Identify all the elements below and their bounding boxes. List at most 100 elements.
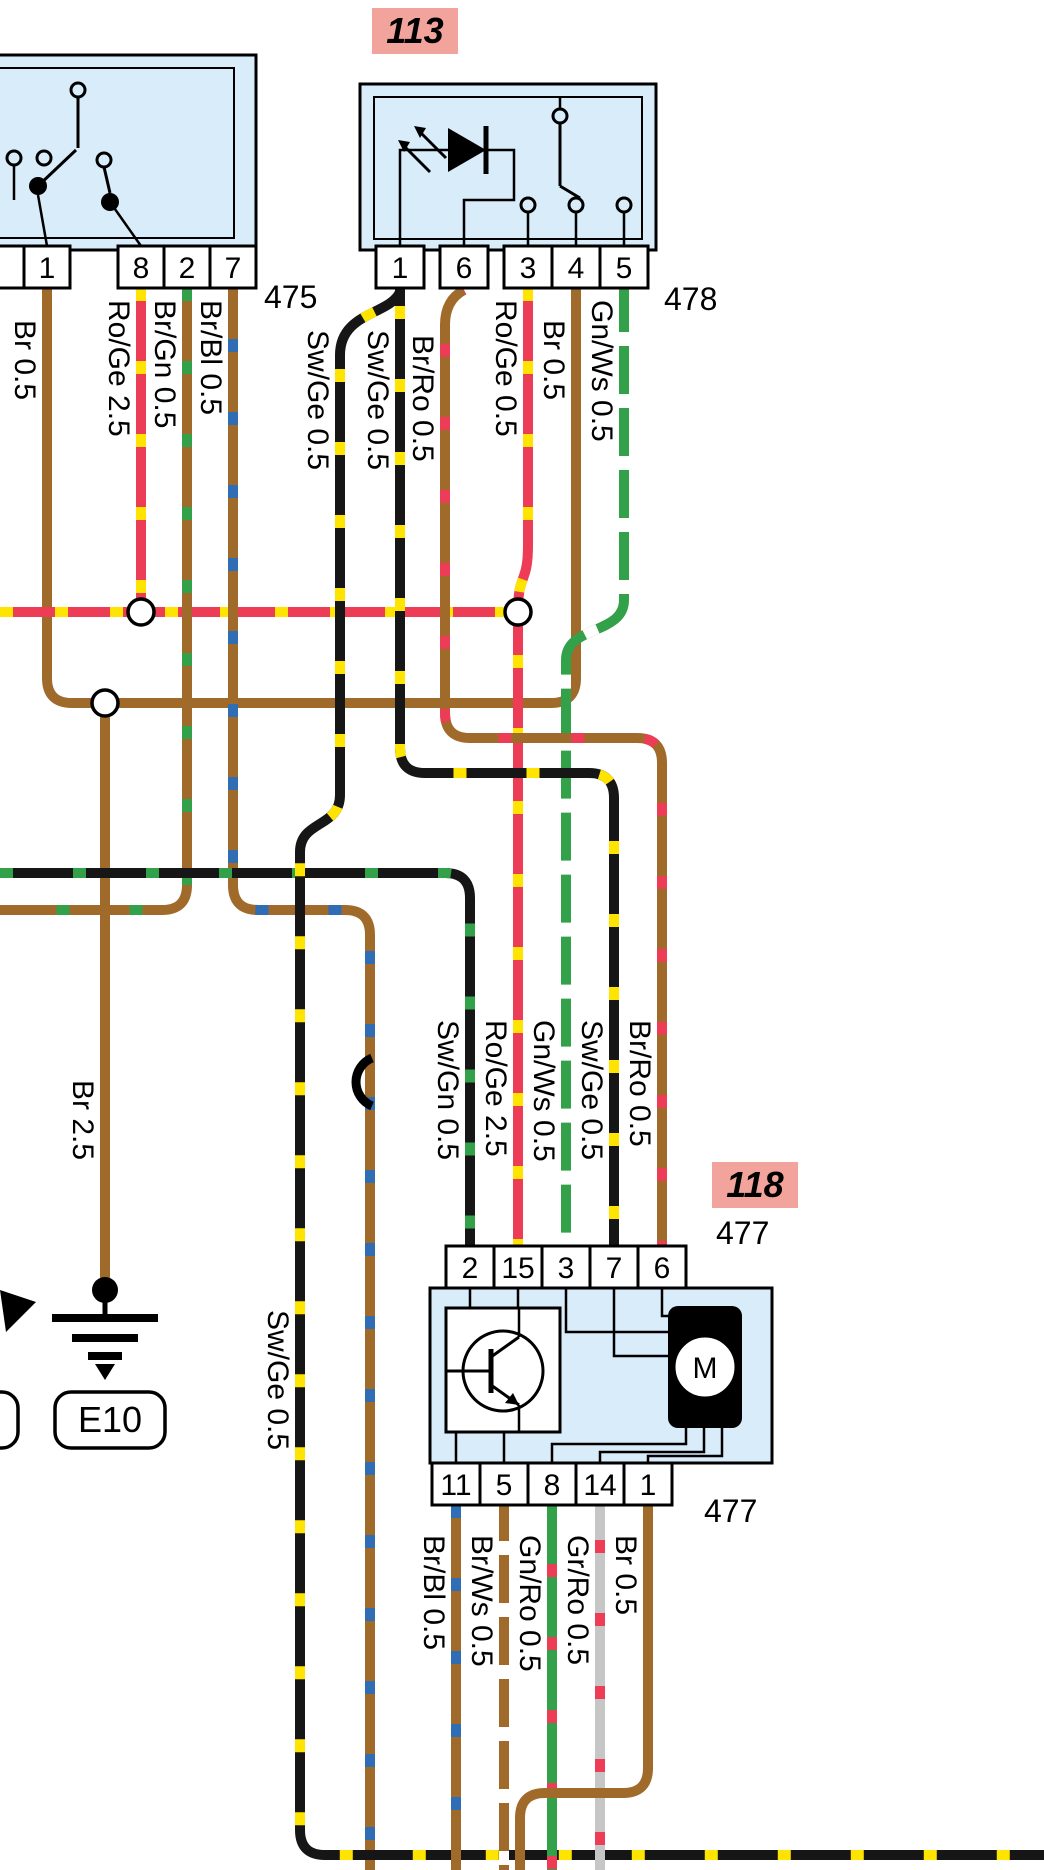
wire-br-118-1	[515, 1505, 653, 1870]
wire-label: Sw/Ge 0.5	[301, 330, 334, 470]
wire-swge-113-1-a-dash	[295, 289, 1044, 1860]
ground-e10: E10	[0, 1277, 167, 1450]
pin-box	[208, 244, 258, 290]
wire-label: Ro/Ge 2.5	[479, 1020, 512, 1157]
wire-brro-113-6	[440, 285, 667, 1246]
pin-box	[22, 244, 72, 290]
wire-label: Br/Ro 0.5	[406, 335, 439, 462]
pin-box	[116, 244, 166, 290]
wire-label: Br/Gn 0.5	[148, 300, 181, 428]
pin-number: 15	[501, 1252, 534, 1285]
switch-contacts-icon	[5, 81, 143, 247]
component-113-body	[358, 82, 658, 252]
pin-number: 7	[606, 1252, 623, 1285]
pin-box	[374, 244, 426, 290]
pin-box	[526, 1461, 578, 1507]
pin-box	[0, 244, 26, 290]
led-diode-icon	[398, 126, 516, 246]
pin-box	[444, 1244, 496, 1290]
wire-label: Gn/Ws 0.5	[527, 1020, 560, 1162]
pin-box	[430, 1461, 482, 1507]
component-113-inner-frame	[373, 96, 643, 240]
wire-label: Ro/Ge 0.5	[489, 300, 522, 437]
connector-label-477-bottom: 477	[704, 1493, 757, 1529]
pin-number: 11	[440, 1469, 471, 1502]
wire-labels-bottom: Sw/Ge 0.5 Br/Bl 0.5 Br/Ws 0.5 Gn/Ro 0.5 …	[261, 1310, 642, 1672]
wire-brgn-475-2	[0, 288, 192, 915]
pin-box	[438, 244, 490, 290]
pin-number: 3	[520, 252, 537, 285]
junction-dot	[90, 688, 120, 718]
pin-number: 5	[496, 1469, 513, 1502]
pin-number: 14	[583, 1469, 616, 1502]
wire-label: Ro/Ge 2.5	[102, 300, 135, 437]
motor-label: M	[693, 1352, 718, 1385]
wire-labels-middle: Sw/Gn 0.5 Ro/Ge 2.5 Gn/Ws 0.5 Sw/Ge 0.5 …	[66, 1020, 656, 1162]
component-118: 118 477	[428, 1162, 798, 1529]
wire-swge-113-1-a	[295, 289, 1044, 1860]
wire-label: Sw/Ge 0.5	[361, 330, 394, 470]
junction-dot	[503, 597, 533, 627]
component-113-badge-label: 113	[386, 10, 443, 51]
pin-box	[598, 244, 650, 290]
sleeve-arc-icon	[351, 1053, 374, 1111]
wire-label: Sw/Ge 0.5	[261, 1310, 294, 1450]
wire-swge-113-1-b	[395, 288, 619, 1246]
wire-label: Br/Ro 0.5	[623, 1020, 656, 1147]
pin-box	[478, 1461, 530, 1507]
pin-number: 3	[558, 1252, 575, 1285]
wire-label: Br 0.5	[537, 320, 570, 400]
pin-box	[636, 1244, 688, 1290]
pin-number: 1	[39, 252, 56, 285]
wires	[0, 285, 1044, 1870]
wire-label: Sw/Ge 0.5	[575, 1020, 608, 1160]
wire-label: Gn/Ws 0.5	[585, 300, 618, 442]
pin-number: 1	[392, 252, 409, 285]
connector-label-478: 478	[664, 281, 717, 317]
pin-number: 8	[544, 1469, 561, 1502]
pin-box	[550, 244, 602, 290]
partial-label-box	[0, 1390, 20, 1450]
component-475: 1 8 2 7 475	[0, 53, 317, 315]
component-118-badge	[712, 1162, 798, 1208]
component-475-inner-frame	[0, 67, 235, 239]
transistor-icon	[444, 1306, 562, 1434]
pin-number: 6	[456, 252, 473, 285]
component-113: 113	[358, 8, 717, 317]
pin-number: 7	[225, 252, 242, 285]
wire-label: Br 0.5	[8, 320, 41, 400]
wire-label: Gn/Ro 0.5	[513, 1535, 546, 1672]
e10-label: E10	[78, 1399, 142, 1440]
pin-number: 5	[616, 252, 633, 285]
pin-number: 8	[133, 252, 150, 285]
wire-label: Br 0.5	[609, 1535, 642, 1615]
wire-label: Br/Bl 0.5	[194, 300, 227, 415]
pin-number: 6	[654, 1252, 671, 1285]
wire-label: Br/Ws 0.5	[465, 1535, 498, 1667]
pin-box	[622, 1461, 674, 1507]
wire-label: Gr/Ro 0.5	[561, 1535, 594, 1665]
wire-label-ground: Br 2.5	[66, 1080, 99, 1160]
pin-number: 2	[462, 1252, 479, 1285]
wire-swgn-feed-dash	[0, 868, 475, 1246]
wire-swgn-feed	[0, 868, 475, 1246]
pin-number: 1	[640, 1469, 657, 1502]
pin-box	[588, 1244, 640, 1290]
pin-number: 2	[179, 252, 196, 285]
wire-gnws-113-5-dash	[561, 288, 629, 1246]
connector-label-475: 475	[264, 279, 317, 315]
wire-br-475-1	[42, 288, 105, 708]
pin-number: 4	[568, 252, 585, 285]
wire-label: Br/Bl 0.5	[417, 1535, 450, 1650]
component-113-badge	[372, 8, 458, 54]
wire-label: Sw/Gn 0.5	[431, 1020, 464, 1160]
component-118-badge-label: 118	[726, 1164, 783, 1205]
pin-box	[492, 1244, 544, 1290]
motor-icon: M	[668, 1306, 742, 1428]
partial-ground-arrow-icon	[0, 1290, 36, 1332]
connector-label-477-top: 477	[716, 1215, 769, 1251]
wire-labels-top: Br 0.5 Ro/Ge 2.5 Br/Gn 0.5 Br/Bl 0.5 Sw/…	[8, 300, 618, 470]
internal-leads	[454, 1288, 724, 1463]
